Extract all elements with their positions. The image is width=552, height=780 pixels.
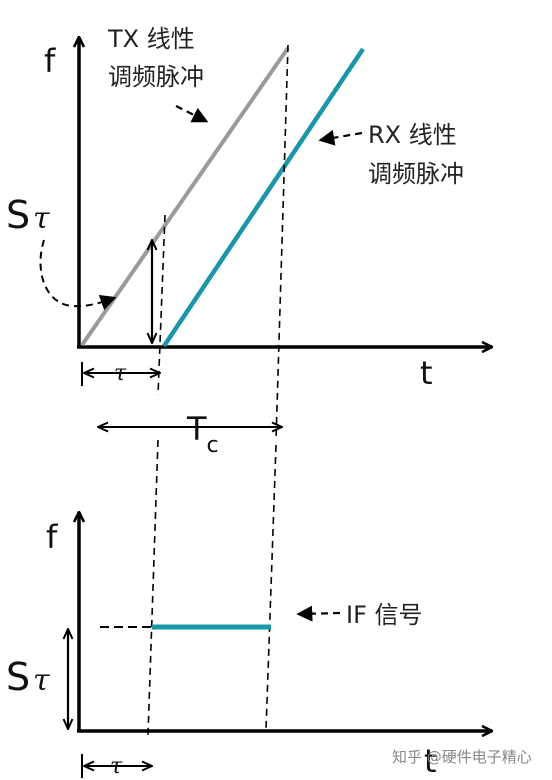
if-pointer [296,605,341,622]
tau-dashed-guide-top [157,214,166,396]
tx-label-line1: TX 线性 [107,25,195,53]
tx-pointer [175,105,209,123]
tc-label: Tc [186,410,219,458]
bottom-panel: f t S τ IF 信号 τ [6,512,492,780]
rx-pointer [318,129,363,146]
bottom-s-label: S [6,655,30,699]
top-s-label: S [6,193,30,237]
rx-label-line2: 调频脉冲 [368,160,464,188]
top-f-label: f [44,42,56,80]
tc-dashed-guide-lower [265,444,277,731]
bottom-t-label: t [424,742,437,780]
tau-dashed-guide-lower [147,439,159,736]
rx-label-line1: RX 线性 [368,121,457,149]
bottom-f-label: f [46,518,58,556]
tx-chirp-line [80,46,290,347]
if-label: IF 信号 [346,601,423,629]
top-s-tau-symbol: τ [33,201,50,236]
bottom-tau-label: τ [110,754,123,779]
tc-label-sub: c [207,433,219,458]
watermark-text: 知乎 @硬件电子精心 [392,748,532,766]
bottom-s-tau-symbol: τ [33,663,50,698]
top-tau-label: τ [114,361,127,386]
top-panel: f t S τ TX 线性 调频脉冲 RX 线性 调频脉冲 τ Tc [6,25,492,458]
top-t-label: t [420,354,433,392]
tc-label-main: T [186,410,207,448]
tc-dashed-guide-top [275,44,289,441]
rx-chirp-line [162,47,365,348]
s-tau-pointer [39,239,117,311]
tx-label-line2: 调频脉冲 [108,63,204,91]
